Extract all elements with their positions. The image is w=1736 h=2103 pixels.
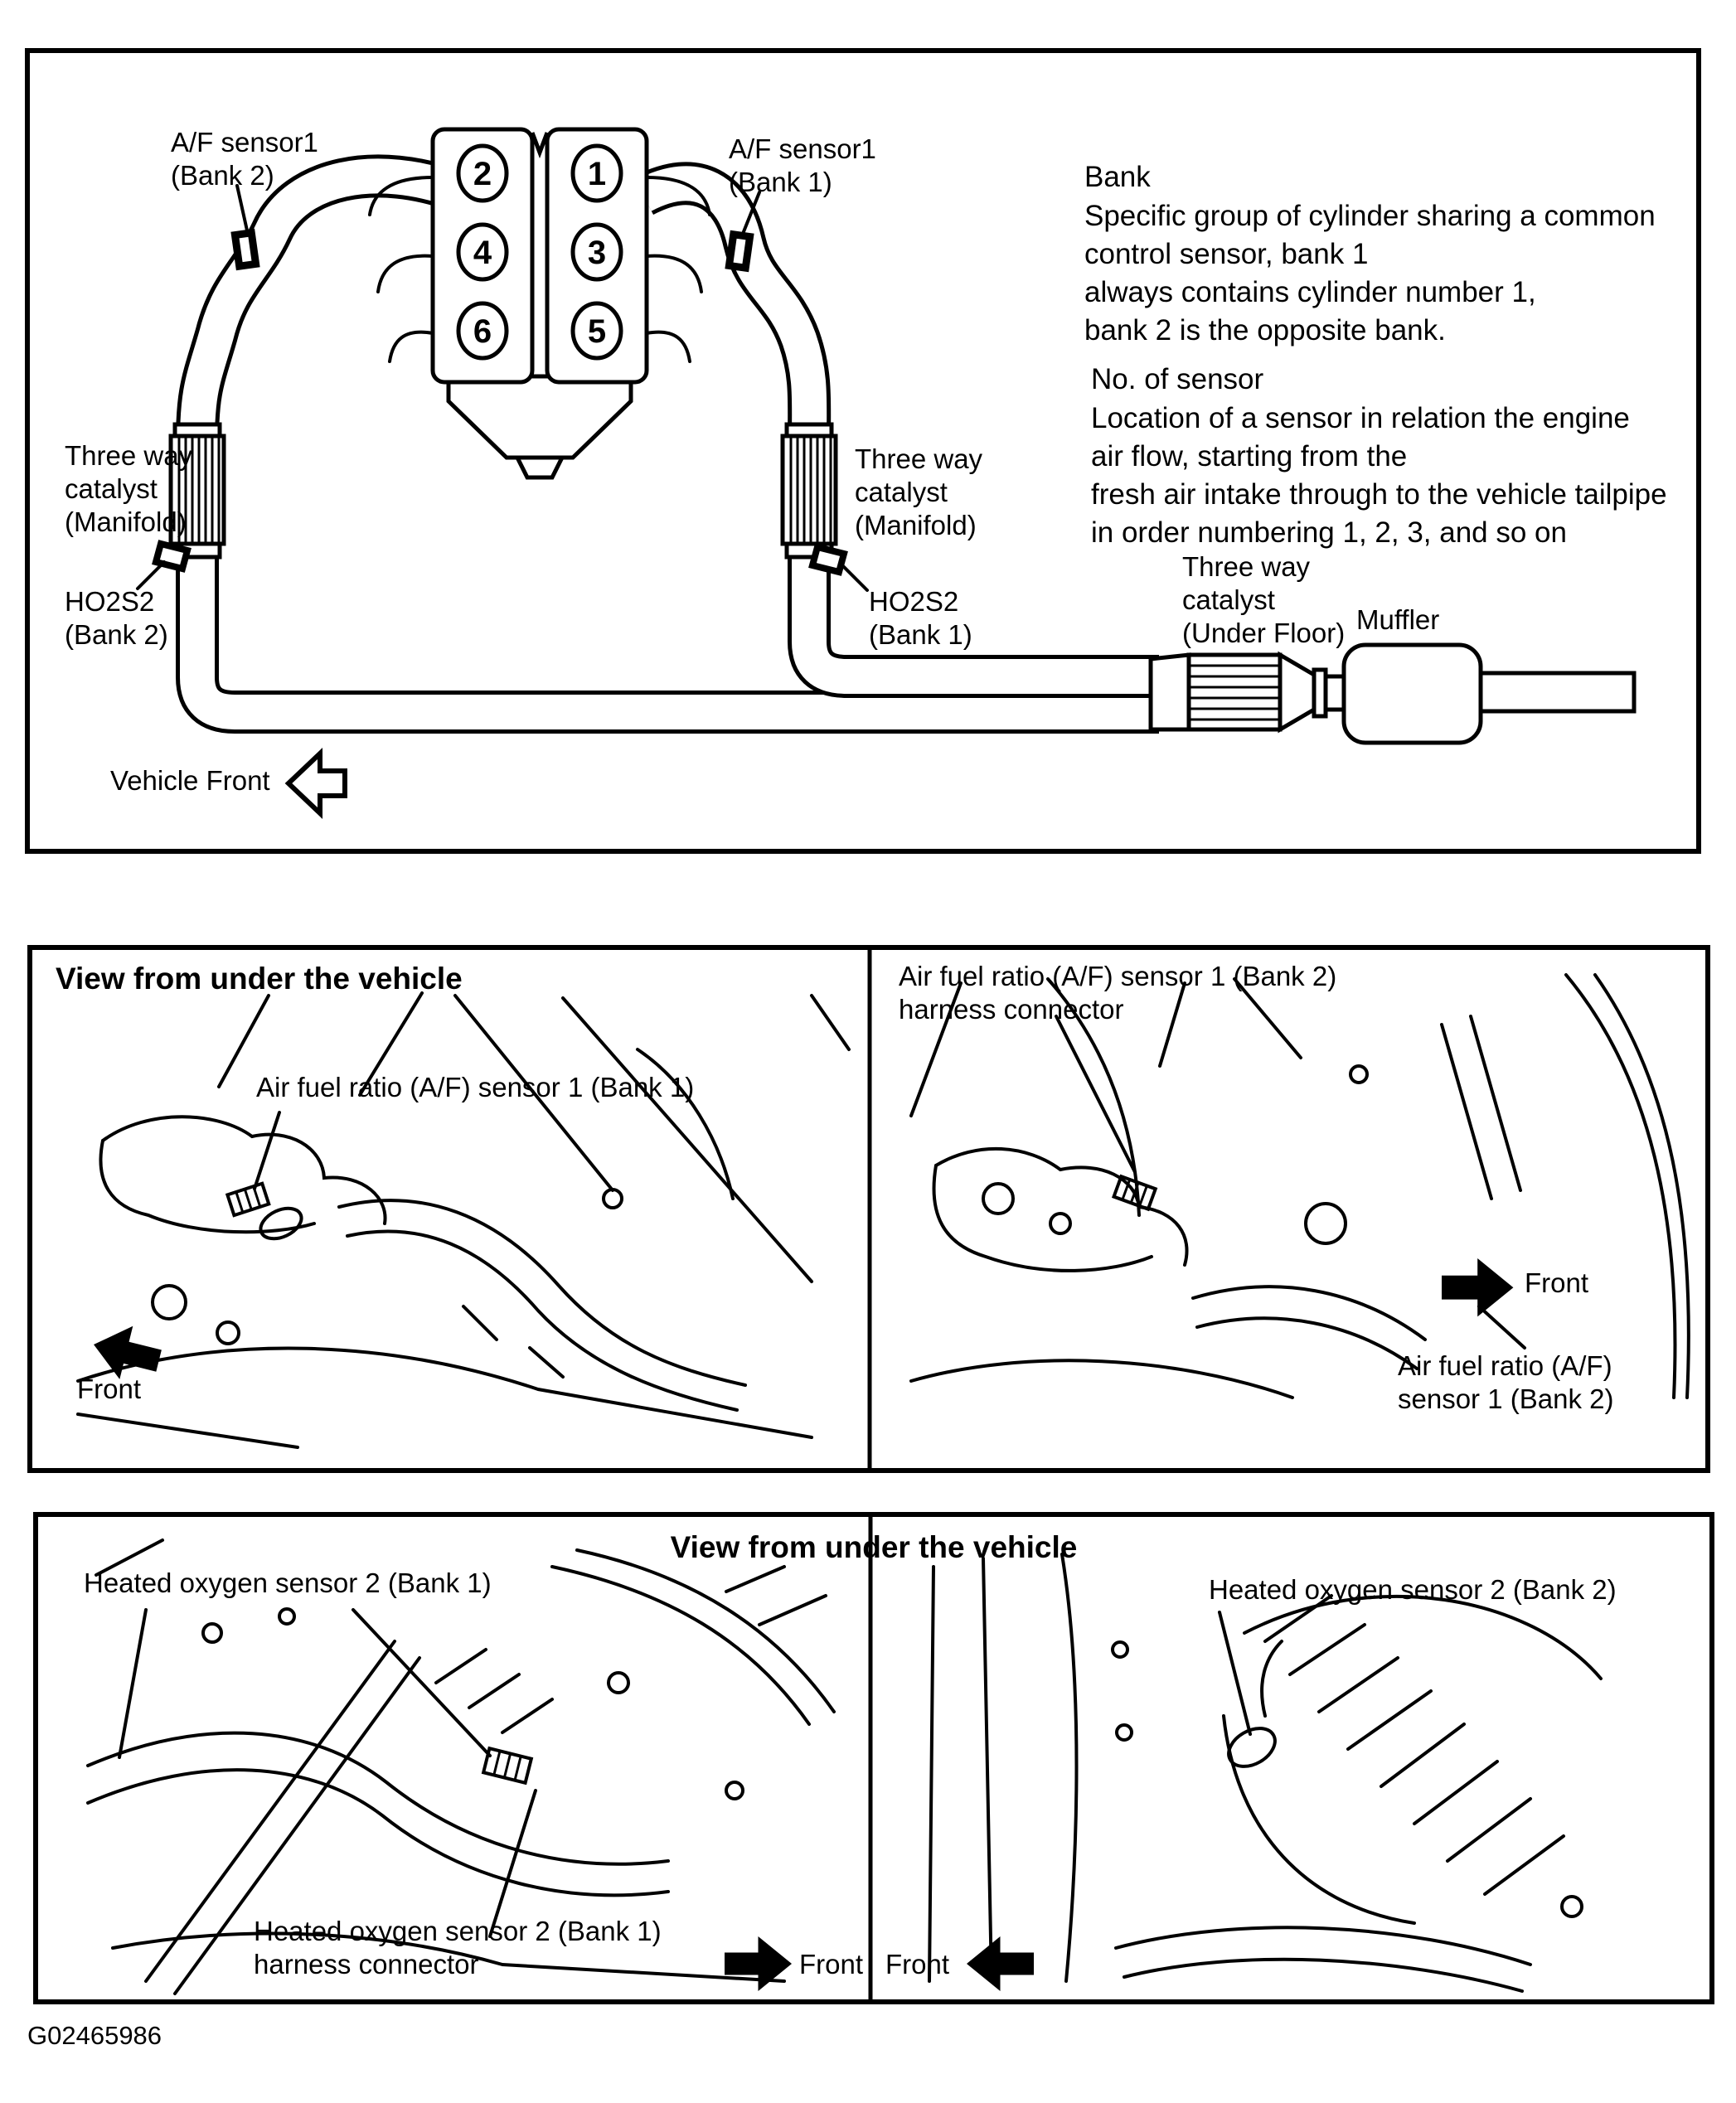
ho2s2-bank2-label: HO2S2 (Bank 2)	[65, 586, 168, 650]
underbody-art-bank2	[909, 973, 1690, 1399]
af-sensor1-bank2-marker	[230, 184, 260, 271]
af-sensor1-bank2-label: A/F sensor1 (Bank 2)	[171, 127, 318, 191]
af-sensor1-bank2-harness-label: Air fuel ratio (A/F) sensor 1 (Bank 2) h…	[899, 961, 1337, 1025]
front-arrow-icon	[967, 1936, 1034, 1991]
twc-underfloor-label: Three way catalyst (Under Floor)	[1182, 551, 1346, 648]
front-arrow-icon	[94, 1325, 162, 1379]
ho2s2-bank1-view-label: Heated oxygen sensor 2 (Bank 1)	[84, 1568, 492, 1598]
vehicle-front-label: Vehicle Front	[110, 765, 270, 796]
cylinder-5: 5	[588, 313, 606, 350]
bank-note-title: Bank	[1084, 161, 1151, 193]
ho2s2-bank1-connector-marker	[118, 1608, 537, 1938]
figure-id: G02465986	[27, 2021, 162, 2050]
ho2s2-bank2-view-label: Heated oxygen sensor 2 (Bank 2)	[1209, 1574, 1617, 1605]
bank-note-body: Specific group of cylinder sharing a com…	[1084, 200, 1656, 346]
front-label: Front	[885, 1949, 950, 1979]
cylinder-6: 6	[473, 313, 492, 350]
underbody-art-ho2s2-bank2	[928, 1553, 1603, 1993]
front-arrow-icon	[1442, 1258, 1514, 1317]
front-label: Front	[77, 1374, 142, 1404]
front-label: Front	[1525, 1267, 1589, 1298]
muffler-shape	[1341, 642, 1637, 745]
cylinder-3: 3	[588, 235, 606, 271]
underbody-art-bank1	[76, 991, 851, 1449]
view-header-left: View from under the vehicle	[56, 962, 463, 996]
muffler-label: Muffler	[1356, 604, 1440, 635]
af-sensor1-bank2-view-label: Air fuel ratio (A/F) sensor 1 (Bank 2)	[1398, 1350, 1614, 1414]
exhaust-schematic-panel: 2 4 6 1 3 5 A/F sensor1 (Bank 2) A/F sen…	[25, 48, 1701, 854]
af-sensor1-bank1-marker	[725, 191, 761, 273]
view-header-bottom: View from under the vehicle	[670, 1530, 1078, 1564]
ho2s2-bank1-harness-label: Heated oxygen sensor 2 (Bank 1) harness …	[254, 1916, 662, 1979]
sensor-note-body: Location of a sensor in relation the eng…	[1091, 402, 1667, 549]
three-way-catalyst-manifold-right	[780, 422, 838, 560]
ho2s2-views-drawing	[86, 1517, 1603, 1999]
af-sensor1-views-panel: View from under the vehicle Air fuel rat…	[27, 945, 1710, 1473]
vehicle-front-arrow-icon	[284, 748, 347, 819]
ho2s2-bank1-marker	[808, 543, 869, 592]
cylinder-2: 2	[473, 156, 492, 192]
three-way-catalyst-underfloor	[1148, 651, 1348, 734]
front-arrow-icon	[725, 1936, 792, 1991]
front-label: Front	[799, 1949, 864, 1979]
ho2s2-bank1-label: HO2S2 (Bank 1)	[869, 586, 972, 650]
af-sensor1-views-drawing	[76, 950, 1690, 1468]
exhaust-pipes	[176, 154, 1159, 734]
cylinder-1: 1	[588, 156, 606, 192]
ho2s2-bank2-marker	[136, 540, 192, 590]
twc-manifold-left-label: Three way catalyst (Manifold)	[65, 440, 193, 537]
exhaust-schematic-drawing: 2 4 6 1 3 5	[136, 127, 1637, 819]
underbody-art-ho2s2-bank1	[86, 1538, 836, 1995]
cylinder-4: 4	[473, 235, 492, 271]
ho2s2-bank2-marker	[1218, 1611, 1277, 1768]
af-sensor1-bank2-connector-marker	[1055, 1015, 1158, 1212]
sensor-note-title: No. of sensor	[1091, 363, 1264, 395]
af-sensor1-bank1-connector-marker	[225, 1111, 281, 1218]
af-sensor1-bank1-label: A/F sensor1 (Bank 1)	[729, 133, 876, 197]
engine-block: 2 4 6 1 3 5	[368, 127, 711, 480]
af-sensor1-bank1-view-label: Air fuel ratio (A/F) sensor 1 (Bank 1)	[256, 1072, 695, 1102]
twc-manifold-right-label: Three way catalyst (Manifold)	[855, 443, 983, 540]
ho2s2-views-panel: Heated oxygen sensor 2 (Bank 1) View fro…	[33, 1512, 1714, 2004]
